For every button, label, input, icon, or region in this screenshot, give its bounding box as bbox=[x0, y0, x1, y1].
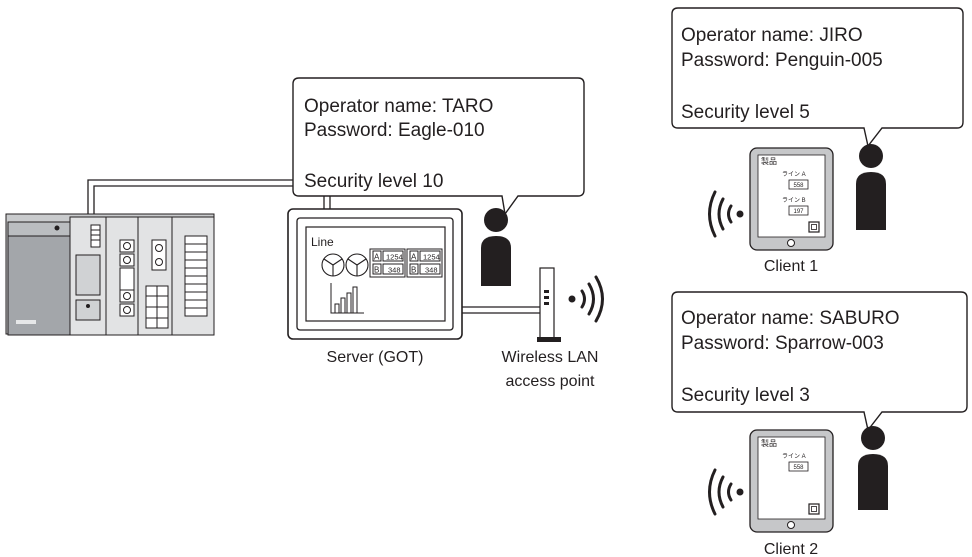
saburo-password: Password: Sparrow-003 bbox=[681, 333, 884, 354]
power-supply-module bbox=[7, 221, 71, 336]
got-cell-value: 1254 bbox=[423, 253, 440, 262]
wifi-signal-icon bbox=[568, 275, 604, 323]
saburo-security-level: Security level 3 bbox=[681, 385, 810, 406]
lan-cable bbox=[462, 306, 540, 314]
taro-security-level: Security level 10 bbox=[304, 171, 443, 192]
jiro-password: Password: Penguin-005 bbox=[681, 50, 883, 71]
speech-bubble-saburo: Operator name: SABURO Password: Sparrow-… bbox=[671, 291, 968, 432]
client1-caption: Client 1 bbox=[764, 258, 818, 275]
tablet-line-a-label: ライン A bbox=[782, 171, 806, 178]
taro-password: Password: Eagle-010 bbox=[304, 120, 485, 141]
operator-person-icon bbox=[858, 426, 888, 510]
got-cell-value: 1254 bbox=[386, 253, 403, 262]
bar-graph-icon bbox=[330, 283, 364, 314]
tablet-line-b-label: ライン B bbox=[782, 197, 806, 204]
tablet-line-a-label: ライン A bbox=[782, 453, 806, 460]
plc-rack bbox=[5, 213, 215, 336]
access-point-caption-line2: access point bbox=[506, 373, 595, 390]
got-cell-key: A bbox=[411, 253, 417, 262]
jiro-security-level: Security level 5 bbox=[681, 102, 810, 123]
operator-person-icon bbox=[856, 144, 886, 230]
io-module-1 bbox=[105, 216, 139, 336]
got-screen-title: Line bbox=[311, 235, 334, 249]
io-module-2 bbox=[137, 216, 173, 336]
tablet-line-a-value: 558 bbox=[793, 465, 804, 471]
cpu-module bbox=[69, 216, 107, 336]
speech-bubble-jiro: Operator name: JIRO Password: Penguin-00… bbox=[671, 7, 964, 148]
tablet-heading: 製品 bbox=[761, 438, 777, 448]
tablet-line-a-value: 558 bbox=[793, 183, 804, 189]
server-caption: Server (GOT) bbox=[327, 349, 424, 366]
got-cell-value: 348 bbox=[388, 266, 401, 275]
speech-bubble-taro: Operator name: TARO Password: Eagle-010 … bbox=[292, 77, 585, 216]
got-cell-key: A bbox=[374, 253, 380, 262]
tablet-heading: 製品 bbox=[761, 156, 777, 166]
server-got: Line bbox=[287, 208, 463, 340]
wifi-signal-icon bbox=[708, 468, 744, 516]
fan-icon bbox=[321, 253, 369, 277]
taro-operator-name: Operator name: TARO bbox=[304, 96, 493, 117]
tablet-client-1 bbox=[749, 147, 834, 251]
tablet-client-2 bbox=[749, 429, 834, 533]
operator-person-icon bbox=[481, 208, 511, 286]
client2-caption: Client 2 bbox=[764, 541, 818, 557]
got-cell-key: B bbox=[411, 266, 416, 275]
got-value-table bbox=[369, 248, 443, 278]
access-point-caption-line1: Wireless LAN bbox=[502, 349, 599, 366]
io-module-3 bbox=[171, 216, 215, 336]
got-cell-key: B bbox=[374, 266, 379, 275]
tablet-line-b-value: 197 bbox=[793, 209, 804, 215]
jiro-operator-name: Operator name: JIRO bbox=[681, 25, 863, 46]
saburo-operator-name: Operator name: SABURO bbox=[681, 308, 900, 329]
wifi-signal-icon bbox=[708, 190, 744, 238]
got-cell-value: 348 bbox=[425, 266, 438, 275]
wireless-access-point bbox=[537, 267, 561, 342]
